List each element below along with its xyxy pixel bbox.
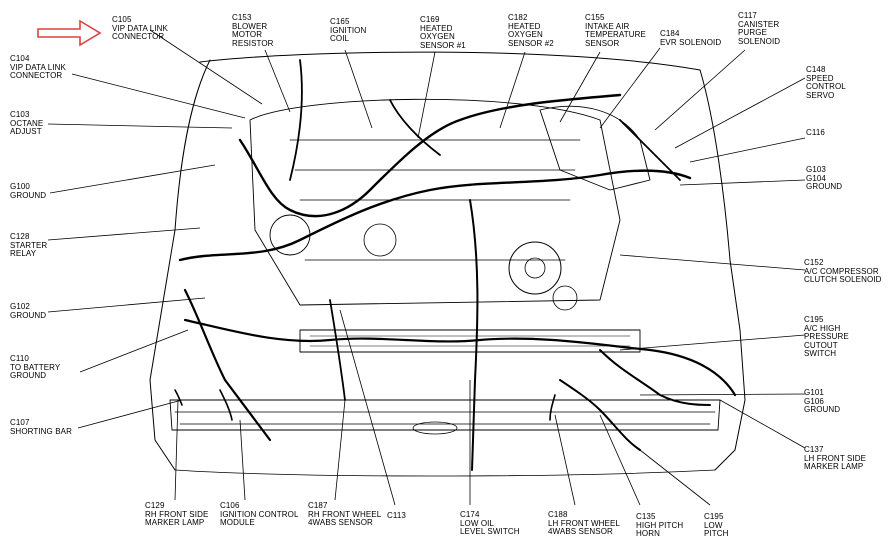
engine-block — [249, 98, 621, 306]
wiring-harness — [178, 169, 692, 262]
highlight-arrow-icon — [37, 19, 102, 47]
fan-pulley — [508, 241, 562, 295]
body-outline — [149, 59, 211, 471]
leader-lines — [47, 29, 806, 506]
radiator-support — [299, 329, 641, 353]
callout-c116: C116 — [806, 128, 825, 137]
front-bumper — [169, 399, 721, 431]
callout-c113: C113 — [387, 511, 406, 520]
